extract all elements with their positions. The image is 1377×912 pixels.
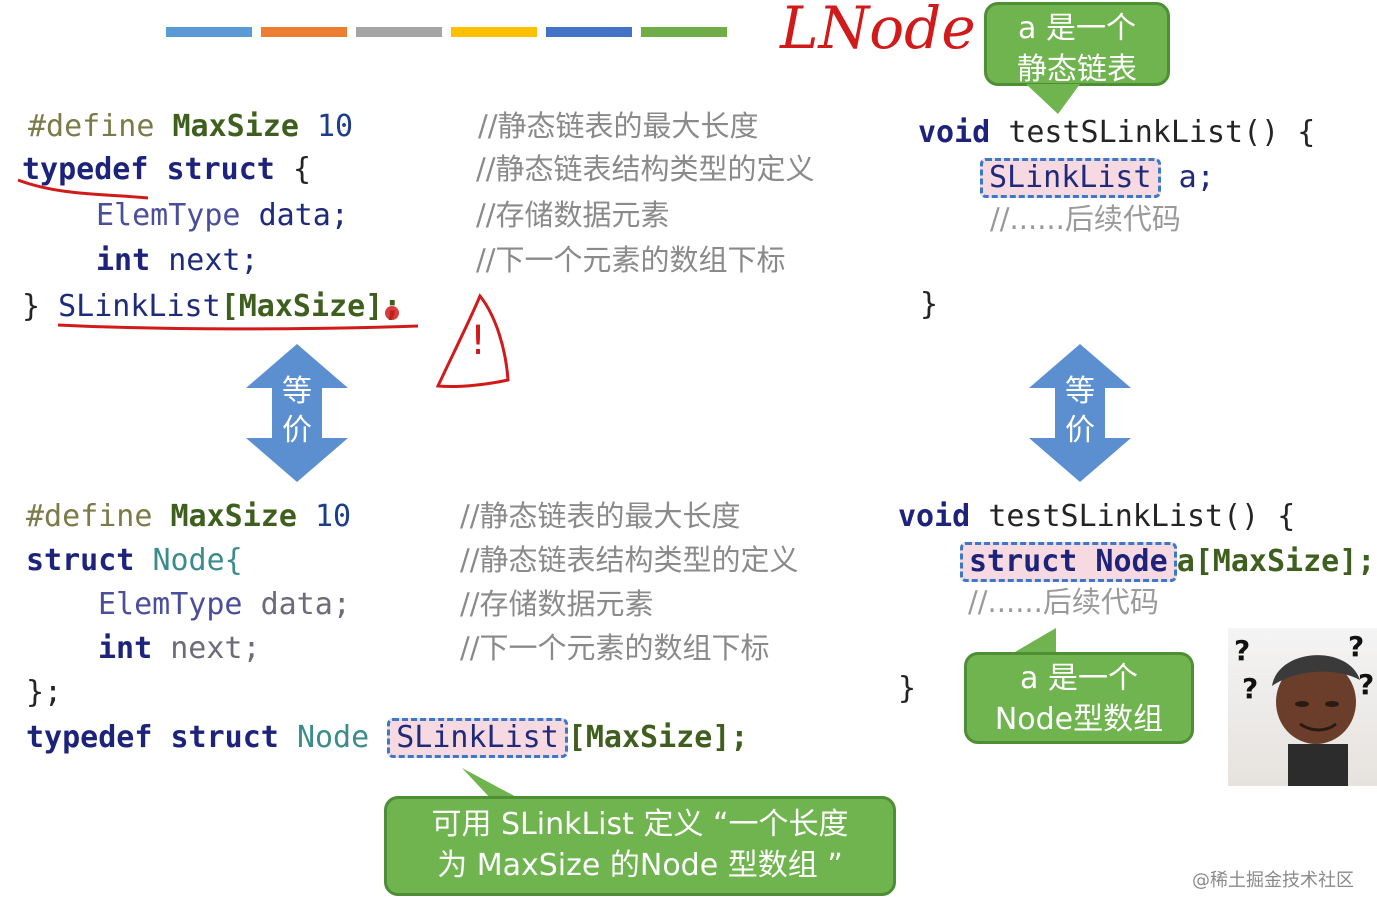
comment-store-1: //存储数据元素	[476, 198, 670, 232]
keyword-void-1: void	[918, 115, 991, 150]
func2-close-brace: }	[898, 671, 917, 706]
struct-node-type-text: struct Node	[969, 544, 1168, 579]
callout-node-array-pointer	[1008, 628, 1056, 656]
color-bar-4	[451, 27, 537, 37]
macro-name: MaxSize	[172, 109, 299, 144]
reaction-face-icon	[1272, 655, 1360, 786]
struct-name-node-2: Node	[296, 720, 370, 755]
code-line-struct-node: struct Node{	[26, 546, 243, 576]
question-mark-2: ?	[1348, 630, 1365, 663]
macro-value-2: 10	[315, 499, 352, 534]
callout-node-array: a 是一个 Node型数组	[964, 652, 1194, 744]
close-brace: }	[22, 289, 41, 324]
question-mark-3: ?	[1242, 672, 1259, 705]
code-line-elemtype-2: ElemType data;	[98, 590, 351, 620]
comment-struct-def-2: //静态链表结构类型的定义	[460, 543, 799, 577]
field-data: data;	[258, 198, 349, 233]
equivalence-arrow-right	[1029, 344, 1131, 482]
callout-static-list: a 是一个 静态链表	[984, 2, 1170, 87]
handwritten-warning-mark: !	[470, 318, 487, 364]
question-mark-4: ?	[1358, 668, 1375, 701]
callout-slinklist-usage-line1: 可用 SLinkList 定义 “一个长度	[431, 807, 849, 842]
func1-signature: void testSLinkList() {	[918, 118, 1315, 148]
callout-static-list-line1: a 是一个	[1018, 11, 1136, 46]
func1-declaration: SLinkList a;	[980, 158, 1215, 198]
equiv-label-left-2: 价	[282, 413, 312, 448]
comment-max-length-1: //静态链表的最大长度	[478, 109, 759, 143]
code-line-typedef-struct: typedef struct {	[22, 155, 311, 185]
highlight-slinklist-alias: SLinkList	[387, 718, 568, 758]
comment-next-index-2: //下一个元素的数组下标	[460, 631, 770, 665]
field-data-2: data;	[260, 587, 351, 622]
type-elemtype-2: ElemType	[98, 587, 243, 622]
color-bar-3	[356, 27, 442, 37]
color-bar-1	[166, 27, 252, 37]
code-line-elemtype-1: ElemType data;	[96, 201, 349, 231]
code-line-slinklist-decl: } SLinkList[MaxSize];	[22, 292, 401, 322]
reaction-face-image: ? ? ? ?	[1228, 628, 1377, 786]
keyword-struct-3: struct	[170, 720, 279, 755]
field-next: next;	[168, 243, 259, 278]
equivalence-arrow-left	[246, 344, 348, 482]
func1-comment: //......后续代码	[990, 202, 1181, 236]
color-bar-5	[546, 27, 632, 37]
color-bar-6	[641, 27, 727, 37]
keyword-struct: struct	[166, 152, 275, 187]
comment-store-2: //存储数据元素	[460, 587, 654, 621]
callout-static-list-pointer	[1026, 84, 1080, 114]
code-line-define-1: #define MaxSize 10	[28, 112, 353, 142]
keyword-int-2: int	[98, 631, 153, 666]
struct-name-node: Node{	[152, 543, 243, 578]
field-next-2: next;	[170, 631, 261, 666]
keyword-struct-2: struct	[26, 543, 135, 578]
callout-node-array-line1: a 是一个	[1020, 661, 1138, 696]
type-elemtype: ElemType	[96, 198, 241, 233]
macro-name-2: MaxSize	[170, 499, 297, 534]
color-bar-2	[261, 27, 347, 37]
type-name-slinklist: SLinkList	[58, 289, 221, 324]
equiv-label-right-2: 价	[1065, 413, 1095, 448]
var-a-array: a[MaxSize];	[1176, 544, 1376, 579]
code-line-close-struct: };	[26, 675, 63, 710]
func2-name: testSLinkList() {	[988, 499, 1296, 534]
watermark: @稀土掘金技术社区	[1192, 870, 1354, 891]
code-line-int-next-1: int next;	[96, 246, 259, 276]
code-line-int-next-2: int next;	[98, 634, 261, 664]
macro-value: 10	[317, 109, 354, 144]
callout-slinklist-usage: 可用 SLinkList 定义 “一个长度 为 MaxSize 的Node 型数…	[384, 796, 896, 896]
comment-max-length-2: //静态链表的最大长度	[460, 499, 741, 533]
array-dim-2: [MaxSize];	[567, 720, 749, 755]
keyword-void-2: void	[898, 499, 971, 534]
equiv-label-left: 等 价	[277, 372, 317, 450]
comment-struct-def-1: //静态链表结构类型的定义	[476, 152, 815, 186]
keyword-int: int	[96, 243, 151, 278]
handwritten-underline-marks	[17, 178, 510, 389]
callout-node-array-line2: Node型数组	[994, 701, 1164, 737]
highlight-slinklist-type: SLinkList	[980, 158, 1161, 198]
comment-next-index-1: //下一个元素的数组下标	[476, 243, 786, 277]
keyword-typedef: typedef	[22, 152, 149, 187]
code-line-define-2: #define MaxSize 10	[26, 502, 351, 532]
func1-name: testSLinkList() {	[1008, 115, 1316, 150]
open-brace: {	[292, 152, 311, 187]
func2-signature: void testSLinkList() {	[898, 502, 1295, 532]
keyword-typedef-2: typedef	[26, 720, 153, 755]
callout-bottom-pointer	[462, 768, 522, 800]
var-a-1: a;	[1178, 160, 1215, 195]
equiv-label-right-1: 等	[1065, 374, 1095, 409]
equiv-label-left-1: 等	[282, 374, 312, 409]
keyword-define-2: #define	[26, 499, 153, 534]
callout-static-list-line2: 静态链表	[1017, 51, 1137, 87]
equiv-label-right: 等 价	[1060, 372, 1100, 450]
callout-slinklist-usage-line2: 为 MaxSize 的Node 型数组 ”	[437, 847, 843, 883]
array-dim: [MaxSize];	[220, 289, 402, 324]
code-line-typedef-node: typedef struct Node SLinkList[MaxSize];	[26, 718, 748, 758]
func2-comment: //......后续代码	[968, 585, 1159, 619]
top-color-bars	[166, 27, 727, 37]
highlight-struct-node-type: struct Node	[960, 542, 1177, 582]
keyword-define: #define	[28, 109, 155, 144]
question-mark-1: ?	[1234, 634, 1251, 667]
func1-close-brace: }	[920, 287, 939, 322]
